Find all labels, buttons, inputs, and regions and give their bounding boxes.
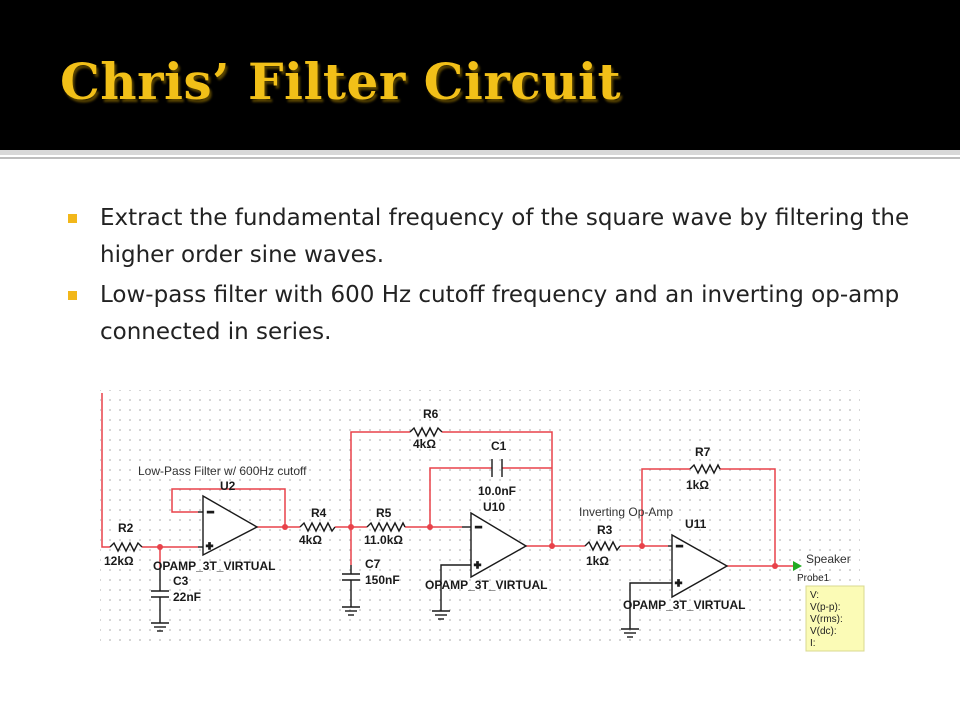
svg-text:+: +: [474, 558, 481, 572]
wires: [101, 393, 795, 568]
label-u10-name: U10: [483, 500, 505, 514]
label-u10-model: OPAMP_3T_VIRTUAL: [425, 578, 547, 592]
label-u2-name: U2: [220, 479, 236, 493]
ground-symbol: [432, 610, 450, 620]
resistor-r2: [109, 541, 143, 553]
label-c3-name: C3: [173, 574, 189, 588]
slide-title: Chris’ Filter Circuit: [60, 52, 622, 111]
svg-text:−: −: [207, 505, 214, 519]
probe-readout-line: V(rms):: [810, 614, 843, 625]
bullet-item: Extract the fundamental frequency of the…: [66, 200, 926, 274]
label-r7-value: 1kΩ: [686, 478, 709, 492]
probe-readout-line: V(p-p):: [810, 602, 841, 613]
label-u11-name: U11: [685, 517, 707, 531]
resistor-r4: [299, 521, 336, 533]
resistor-r6: [409, 426, 443, 438]
ground-symbol: [151, 622, 169, 632]
svg-text:−: −: [676, 539, 683, 553]
label-c7-value: 150nF: [365, 573, 400, 587]
bullet-item: Low-pass filter with 600 Hz cutoff frequ…: [66, 277, 926, 351]
svg-text:+: +: [206, 539, 213, 553]
bullet-square-icon: [68, 214, 77, 223]
bullet-list: Extract the fundamental frequency of the…: [66, 200, 926, 354]
capacitor-c7: [342, 565, 360, 607]
label-c1-value: 10.0nF: [478, 484, 516, 498]
opamp-u11: −+: [629, 533, 729, 629]
label-lowpass-note: Low-Pass Filter w/ 600Hz cutoff: [138, 464, 307, 478]
title-divider-thin: [0, 157, 960, 159]
bullet-text: Low-pass filter with 600 Hz cutoff frequ…: [100, 282, 900, 345]
label-r6-value: 4kΩ: [413, 437, 436, 451]
title-divider: [0, 150, 960, 155]
title-bar: [0, 0, 960, 150]
probe-readout-line: I:: [810, 638, 816, 649]
svg-text:+: +: [675, 576, 682, 590]
ground-symbol: [621, 628, 639, 638]
capacitor-c3: [151, 568, 169, 623]
wire-junctions: [157, 524, 778, 569]
label-r4-name: R4: [311, 506, 327, 520]
label-r7-name: R7: [695, 445, 711, 459]
resistor-r5: [366, 521, 406, 533]
probe-readout-box: [805, 585, 865, 652]
label-inverting-note: Inverting Op-Amp: [579, 505, 673, 519]
bullet-text: Extract the fundamental frequency of the…: [100, 205, 910, 268]
resistor-r7: [689, 463, 721, 475]
label-r3-name: R3: [597, 523, 613, 537]
svg-text:−: −: [475, 520, 482, 534]
resistor-r3: [584, 540, 621, 552]
label-c3-value: 22nF: [173, 590, 201, 604]
bullet-square-icon: [68, 291, 77, 300]
components: −+ −+ −+: [109, 426, 729, 638]
label-r6-name: R6: [423, 407, 439, 421]
capacitor-c1: [491, 459, 503, 477]
label-probe-name: Probe1: [797, 573, 830, 584]
label-r2-value: 12kΩ: [104, 554, 134, 568]
probe-readout-line: V(dc):: [810, 626, 837, 637]
label-r2-name: R2: [118, 521, 134, 535]
probe-readout-line: V:: [810, 590, 819, 601]
label-r4-value: 4kΩ: [299, 533, 322, 547]
ground-symbol: [342, 606, 360, 616]
label-r3-value: 1kΩ: [586, 554, 609, 568]
label-c7-name: C7: [365, 557, 381, 571]
label-c1-name: C1: [491, 439, 507, 453]
opamp-u10: −+: [440, 511, 528, 611]
probe-arrow-icon: [793, 561, 802, 571]
label-output: Speaker: [806, 552, 851, 566]
label-u11-model: OPAMP_3T_VIRTUAL: [623, 598, 745, 612]
label-u2-model: OPAMP_3T_VIRTUAL: [153, 559, 275, 573]
label-r5-value: 11.0kΩ: [364, 533, 403, 547]
circuit-schematic: −+ −+ −+ R2 12kΩ Low-Pass Filter w/ 600H…: [95, 385, 870, 655]
opamp-u2: −+: [198, 494, 259, 557]
label-r5-name: R5: [376, 506, 392, 520]
